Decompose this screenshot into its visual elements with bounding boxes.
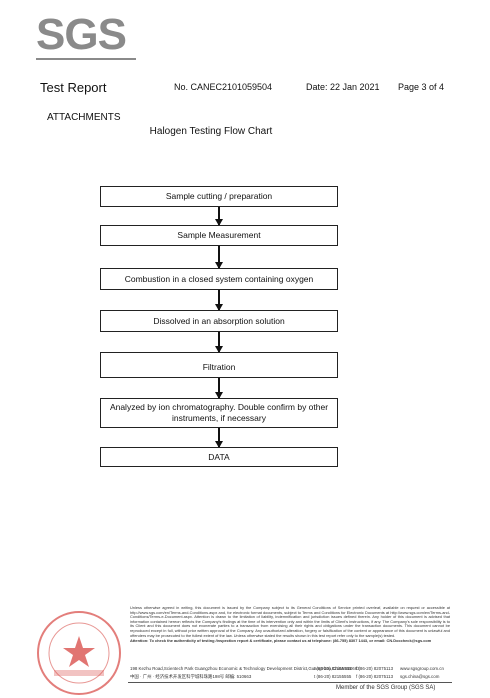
- phone-chinese: t (86-20) 82155555: [314, 674, 352, 679]
- report-date: Date: 22 Jan 2021: [306, 82, 380, 92]
- authenticity-note: Attention: To check the authenticity of …: [130, 638, 432, 644]
- fax-chinese: f (86-20) 82075113: [356, 674, 394, 679]
- flow-arrow-5: [215, 378, 223, 399]
- chart-title: Halogen Testing Flow Chart: [0, 126, 490, 137]
- flow-step-4: Dissolved in an absorption solution: [100, 310, 338, 332]
- flow-arrow-2: [215, 246, 223, 269]
- chart-title-text: Halogen Testing Flow Chart: [149, 126, 273, 137]
- company-seal-icon: [37, 611, 121, 695]
- address-chinese: 中国 · 广州 · 经济技术开发区科学城科珠路198号 邮编: 510663: [130, 674, 252, 679]
- footer-divider: [128, 682, 452, 683]
- footer-disclaimer: Unless otherwise agreed in writing, this…: [130, 605, 450, 644]
- flow-arrow-3: [215, 290, 223, 311]
- attachments-label: ATTACHMENTS: [47, 112, 121, 123]
- disclaimer-text: Unless otherwise agreed in writing, this…: [130, 605, 450, 638]
- flow-arrow-4: [215, 332, 223, 353]
- flow-step-2: Sample Measurement: [100, 225, 338, 246]
- fax-english: f (86-20) 82075113: [356, 666, 394, 671]
- flow-step-7: DATA: [100, 447, 338, 467]
- flow-step-5: Filtration: [100, 352, 338, 378]
- phone-english: t (86-20) 82155555: [314, 666, 352, 671]
- report-title: Test Report: [40, 80, 107, 95]
- logo-text: SGS: [36, 10, 127, 59]
- logo-underline: [36, 58, 136, 60]
- website-english: www.sgsgroup.com.cn: [400, 666, 444, 671]
- page-number: Page 3 of 4: [398, 82, 445, 92]
- address-english: 198 Kezhu Road,Scientech Park Guangzhou …: [130, 666, 360, 671]
- flow-arrow-6: [215, 428, 223, 448]
- flow-step-1: Sample cutting / preparation: [100, 186, 338, 207]
- email-chinese: sgs.china@sgs.com: [400, 674, 440, 679]
- sgs-member-note: Member of the SGS Group (SGS SA): [336, 685, 436, 691]
- flow-step-6: Analyzed by ion chromatography. Double c…: [100, 398, 338, 428]
- sgs-logo: SGS: [36, 10, 136, 60]
- report-number: No. CANEC2101059504: [174, 82, 273, 92]
- flow-step-3: Combustion in a closed system containing…: [100, 268, 338, 290]
- flow-arrow-1: [215, 207, 223, 226]
